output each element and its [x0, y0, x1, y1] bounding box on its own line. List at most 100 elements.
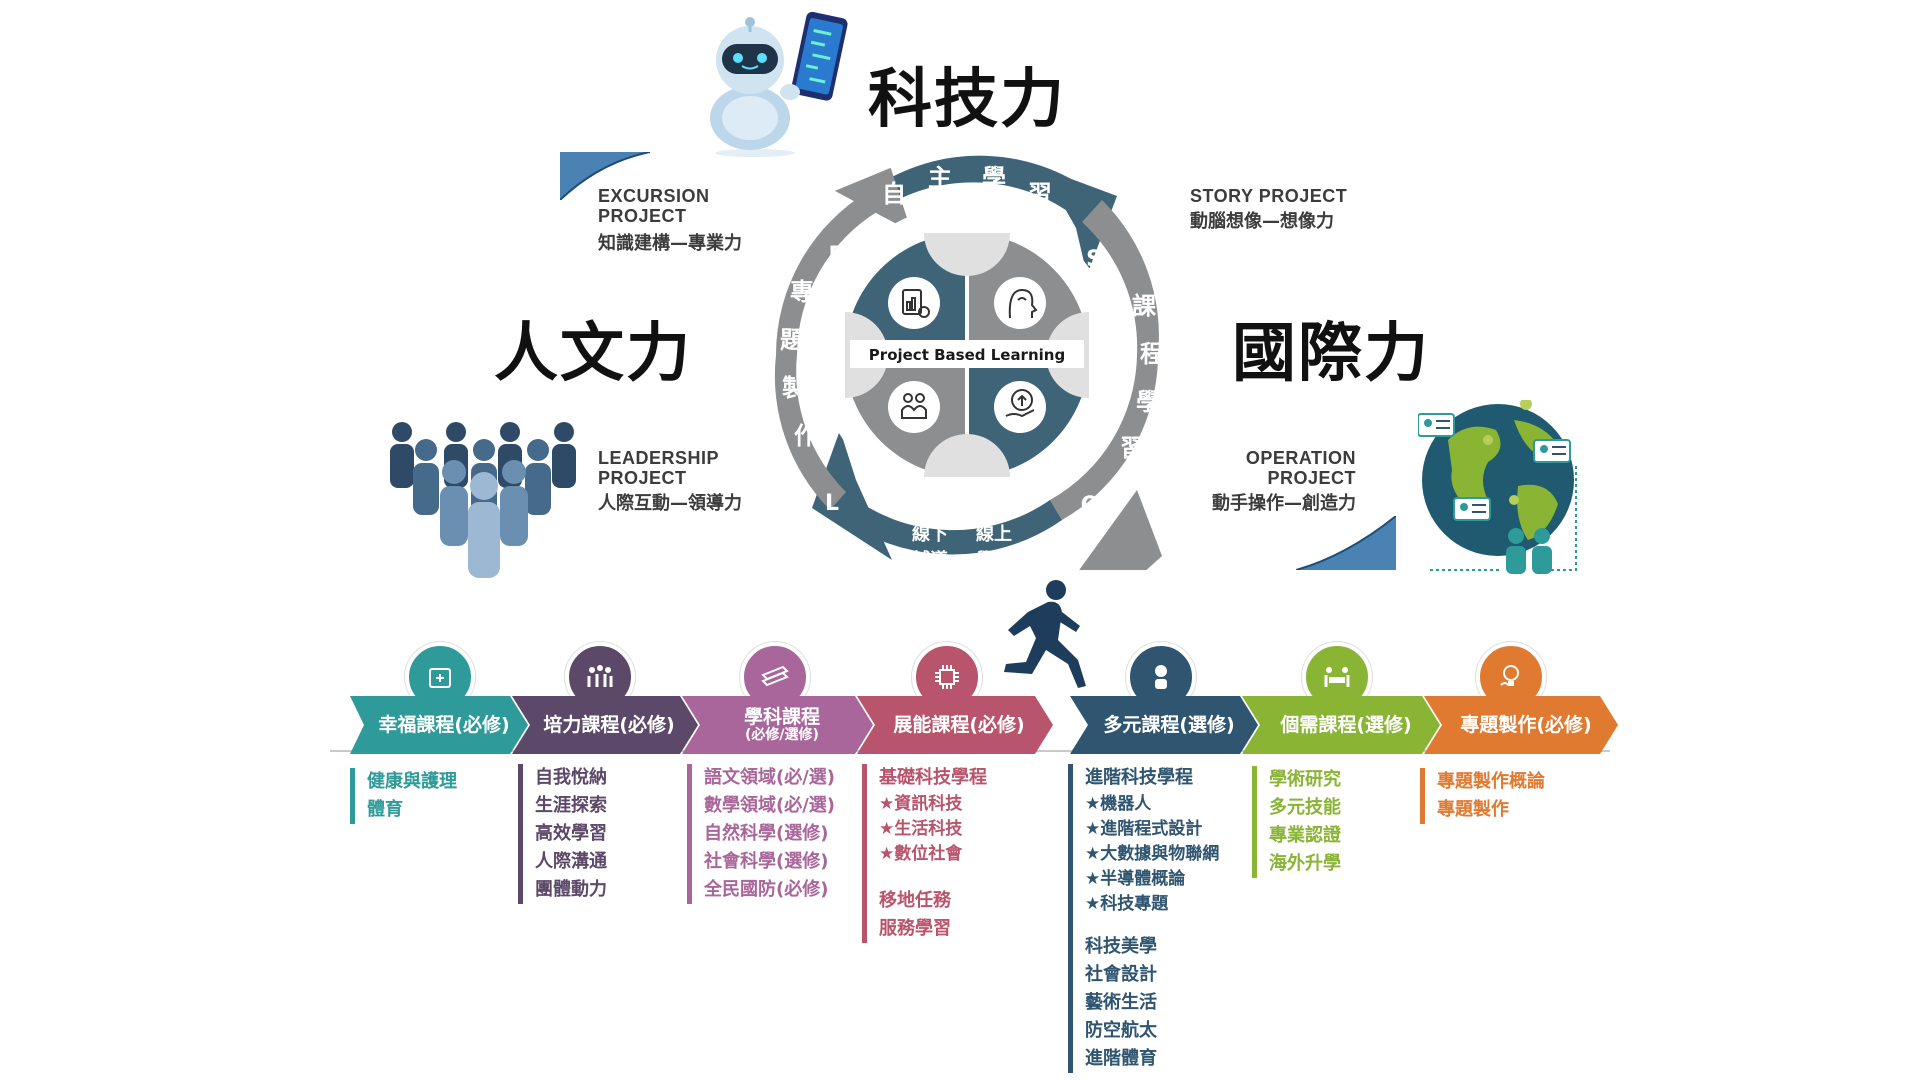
bottom-right-2: 學習 [976, 550, 1012, 570]
list-3-item [879, 867, 987, 887]
heading-tech: 科技力 [868, 63, 1066, 137]
list-3-item: ★資訊科技 [879, 794, 963, 814]
left-char-2: 題 [780, 326, 805, 354]
left-char-4: 作 [794, 422, 818, 450]
right-char-1: 課 [1132, 292, 1157, 320]
list-4-item: ★大數據與物聯網 [1085, 844, 1220, 864]
list-3-item: 移地任務 [879, 890, 951, 911]
excursion-title-2: PROJECT [598, 206, 687, 226]
letter-o: O [1081, 493, 1100, 518]
list-2-item: 自然科學(選修) [704, 823, 829, 844]
category-6-label: 專題製作(必修) [1460, 714, 1592, 736]
list-2-item: 全民國防(必修) [704, 879, 829, 900]
bottom-right-1: 線上 [976, 523, 1012, 545]
list-4-item: ★機器人 [1085, 794, 1152, 814]
story-desc: 動腦想像—想像力 [1190, 211, 1334, 232]
operation-project: OPERATION PROJECT 動手操作—創造力 [1192, 448, 1356, 516]
list-4-item: ★科技專題 [1085, 894, 1169, 914]
people-illustration [386, 420, 586, 580]
list-0-item: 體育 [367, 799, 403, 820]
story-title: STORY PROJECT [1190, 186, 1348, 206]
list-5-item: 多元技能 [1269, 797, 1341, 818]
list-0: 健康與護理 體育 [350, 768, 457, 824]
list-3-item: ★生活科技 [879, 819, 963, 839]
list-1-item: 人際溝通 [535, 851, 607, 872]
list-4-item: 社會設計 [1085, 964, 1157, 985]
list-5-item: 海外升學 [1269, 853, 1341, 874]
category-5-label: 個需課程(選修) [1280, 714, 1412, 736]
operation-desc: 動手操作—創造力 [1212, 493, 1356, 514]
letter-e: E [828, 243, 843, 268]
category-1-label: 培力課程(必修) [543, 714, 675, 736]
list-3: 基礎科技學程 ★資訊科技 ★生活科技 ★數位社會 移地任務 服務學習 [862, 764, 987, 943]
list-1-item: 團體動力 [535, 879, 607, 900]
bottom-left-1: 線下 [912, 523, 948, 545]
list-0-item: 健康與護理 [367, 771, 457, 792]
list-4: 進階科技學程 ★機器人 ★進階程式設計 ★大數據與物聯網 ★半導體概論 ★科技專… [1068, 764, 1219, 1073]
list-4-item: 防空航太 [1085, 1020, 1157, 1041]
list-2-item: 數學領域(必/選) [704, 795, 836, 816]
list-4-item: ★半導體概論 [1085, 869, 1186, 889]
list-6: 專題製作概論 專題製作 [1420, 768, 1545, 824]
category-2-sub: (必修/選修) [745, 727, 819, 743]
list-3-item: 服務學習 [879, 918, 951, 939]
list-1-item: 自我悅納 [535, 767, 607, 788]
excursion-title-1: EXCURSION [598, 186, 710, 206]
list-1-item: 生涯探索 [535, 795, 607, 816]
right-char-3: 學 [1136, 388, 1160, 416]
right-char-4: 習 [1120, 434, 1144, 462]
leadership-title-1: LEADERSHIP [598, 448, 720, 468]
leadership-desc: 人際互動—領導力 [598, 493, 742, 514]
leadership-project: LEADERSHIP PROJECT 人際互動—領導力 [598, 448, 742, 516]
category-2-label-group: 學科課程 (必修/選修) [696, 696, 868, 754]
list-6-item: 專題製作 [1437, 799, 1509, 820]
decor-wave-top [559, 151, 651, 204]
left-char-1: 專 [790, 278, 814, 306]
list-2-item: 語文領域(必/選) [704, 767, 836, 788]
list-4-item: 進階科技學程 [1085, 767, 1193, 788]
runner-icon [990, 578, 1100, 698]
list-4-item: 藝術生活 [1085, 992, 1157, 1013]
left-char-3: 製 [782, 374, 806, 402]
list-2: 語文領域(必/選) 數學領域(必/選) 自然科學(選修) 社會科學(選修) 全民… [687, 764, 835, 904]
excursion-desc: 知識建構—專業力 [598, 233, 742, 254]
list-3-item: ★數位社會 [879, 844, 963, 864]
category-0-label: 幸福課程(必修) [378, 714, 510, 736]
bottom-left-2: 輔導 [912, 549, 948, 570]
category-bands: 幸福課程(必修) 培力課程(必修) 學科課程 (必修/選修) 展能課程(必修) … [350, 696, 1620, 754]
letter-l: L [825, 491, 839, 516]
list-1-item: 高效學習 [535, 823, 607, 844]
globe-illustration [1417, 398, 1588, 580]
story-project: STORY PROJECT 動腦想像—想像力 [1190, 186, 1347, 234]
excursion-project: EXCURSION PROJECT 知識建構—專業力 [598, 186, 742, 256]
heading-humanities: 人文力 [494, 317, 692, 391]
top-char-1: 自 [882, 180, 906, 208]
category-3-label: 展能課程(必修) [893, 714, 1025, 736]
list-4-item: ★進階程式設計 [1085, 819, 1203, 839]
eslo-cycle: Project Based Learning E S O L 自 主 學 習 課… [732, 140, 1202, 610]
list-4-item: 進階體育 [1085, 1048, 1157, 1069]
category-2-label: 學科課程 [743, 706, 820, 728]
top-char-2: 主 [928, 164, 952, 192]
list-4-item [1085, 917, 1219, 933]
operation-title-1: OPERATION [1245, 448, 1356, 468]
letter-s: S [1086, 247, 1102, 272]
top-char-3: 學 [982, 164, 1006, 192]
right-char-2: 程 [1140, 340, 1164, 368]
list-5-item: 專業認證 [1269, 825, 1341, 846]
top-char-4: 習 [1028, 180, 1052, 208]
category-4-label: 多元課程(選修) [1103, 714, 1235, 736]
operation-title-2: PROJECT [1267, 468, 1356, 488]
list-5-item: 學術研究 [1269, 769, 1341, 790]
list-1: 自我悅納 生涯探索 高效學習 人際溝通 團體動力 [518, 764, 607, 904]
list-5: 學術研究 多元技能 專業認證 海外升學 [1252, 766, 1341, 878]
center-label: Project Based Learning [869, 346, 1065, 364]
leadership-title-2: PROJECT [598, 468, 687, 488]
decor-wave-right [1295, 515, 1397, 574]
list-3-item: 基礎科技學程 [879, 767, 987, 788]
heading-international: 國際力 [1232, 317, 1430, 391]
list-2-item: 社會科學(選修) [704, 851, 829, 872]
robot-illustration [690, 8, 860, 158]
list-4-item: 科技美學 [1085, 936, 1157, 957]
list-6-item: 專題製作概論 [1437, 771, 1545, 792]
